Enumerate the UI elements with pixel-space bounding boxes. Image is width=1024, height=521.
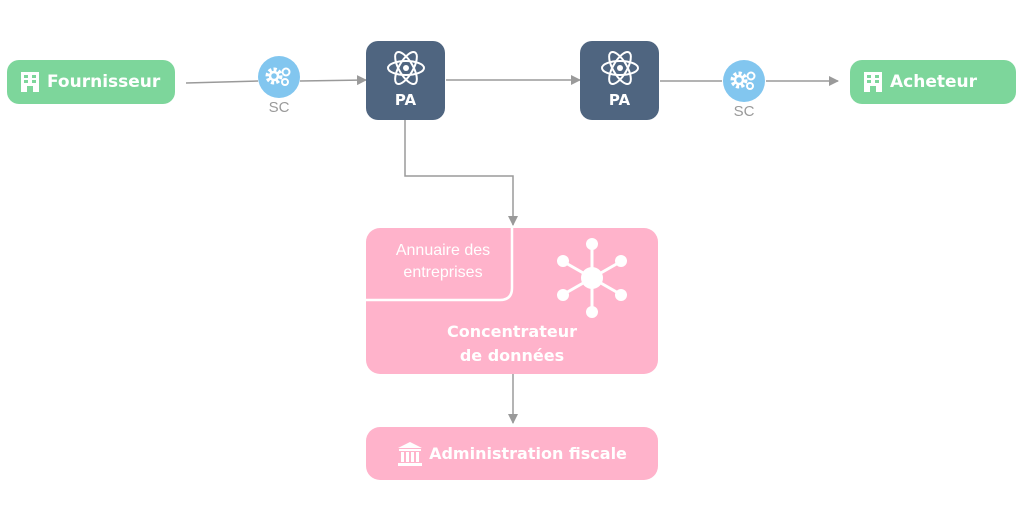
platform-node-2: PA (580, 41, 659, 120)
directory-label: Annuaire des entreprises (378, 240, 508, 284)
service-connector-1 (258, 56, 300, 98)
data-hub-title-line2: de données (459, 346, 565, 365)
gears-icon (265, 67, 291, 86)
platform-2-label: PA (608, 91, 631, 109)
building-icon (21, 72, 39, 92)
service-connector-2 (723, 60, 765, 102)
platform-1-label: PA (394, 91, 417, 109)
service-connector-2-label: SC (733, 103, 755, 120)
building-icon (864, 72, 882, 92)
buyer-node: Acheteur (850, 60, 1016, 104)
directory-label-line1: Annuaire des (395, 242, 491, 259)
directory-section-border (366, 228, 514, 302)
atom-icon (600, 51, 639, 85)
edge-sc1-pa1 (299, 75, 367, 86)
gears-icon (730, 71, 756, 90)
buyer-label: Acheteur (890, 72, 978, 92)
edge-pa1-hub (404, 120, 518, 226)
tax-administration-node: Administration fiscale (366, 427, 658, 480)
data-hub-node: Annuaire des entreprises Concentrateur d… (366, 228, 658, 374)
platform-node-1: PA (366, 41, 445, 120)
supplier-node: Fournisseur (7, 60, 175, 104)
data-hub-title: Concentrateur de données (366, 320, 658, 368)
data-hub-title-line1: Concentrateur (447, 322, 577, 341)
service-connector-1-label: SC (268, 99, 290, 116)
directory-label-line2: entreprises (403, 264, 483, 281)
atom-icon (386, 51, 425, 85)
tax-administration-label: Administration fiscale (429, 444, 627, 463)
network-hub-icon (557, 238, 627, 318)
government-building-icon (398, 441, 423, 466)
supplier-label: Fournisseur (47, 72, 161, 92)
edge-supplier-sc1 (185, 80, 259, 84)
